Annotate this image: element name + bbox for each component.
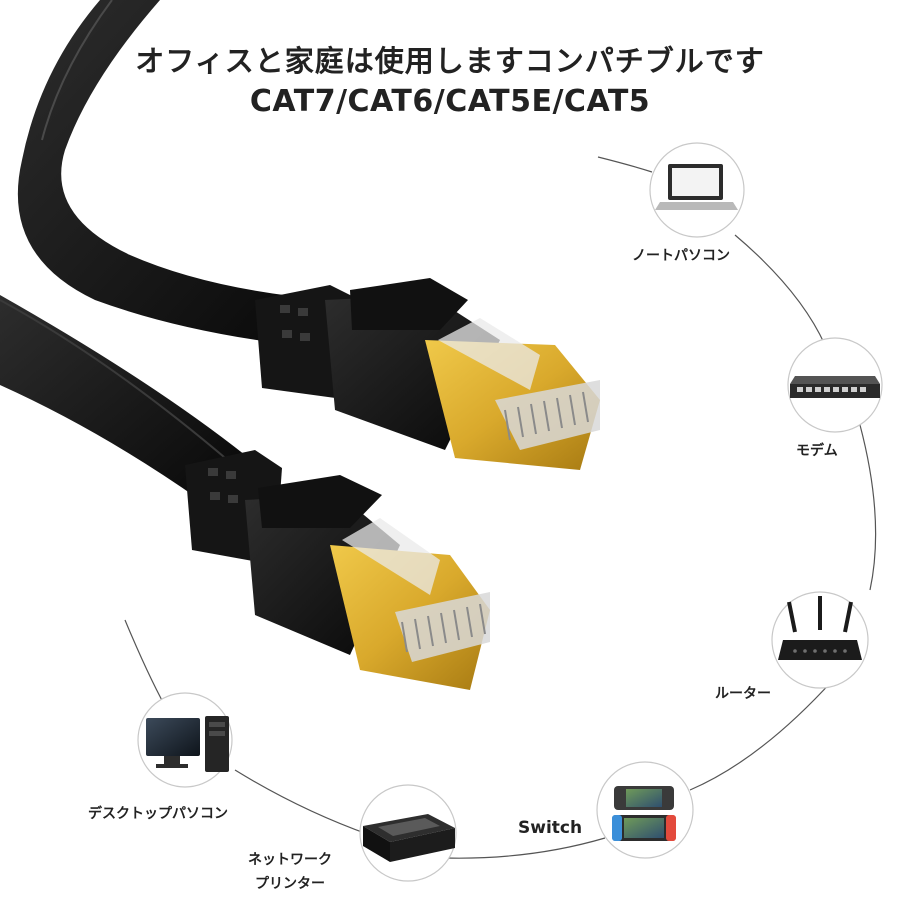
router-label: ルーター <box>715 686 771 702</box>
laptop-icon <box>649 142 745 238</box>
game-console-icon <box>596 761 694 859</box>
rj45-plug-upper <box>255 278 600 470</box>
desktop-pc-icon <box>137 692 233 788</box>
rj45-plug-lower <box>185 450 490 690</box>
headline-compatibility: オフィスと家庭は使用しますコンパチブルです <box>135 44 765 78</box>
modem-icon <box>787 337 883 433</box>
printer-label-line2: プリンター <box>255 876 325 892</box>
router-icon <box>771 591 869 689</box>
printer-icon <box>359 784 457 882</box>
switch-label: Switch <box>518 818 583 838</box>
headline-categories: CAT7/CAT6/CAT5E/CAT5 <box>249 84 651 119</box>
printer-label-line1: ネットワーク <box>248 852 332 868</box>
cable-lower <box>0 295 245 500</box>
desktop-label: デスクトップパソコン <box>88 806 228 822</box>
laptop-label: ノートパソコン <box>632 248 730 264</box>
modem-label: モデム <box>796 443 838 459</box>
cable-upper <box>17 0 330 348</box>
printer-label: ネットワーク プリンター <box>248 848 332 896</box>
